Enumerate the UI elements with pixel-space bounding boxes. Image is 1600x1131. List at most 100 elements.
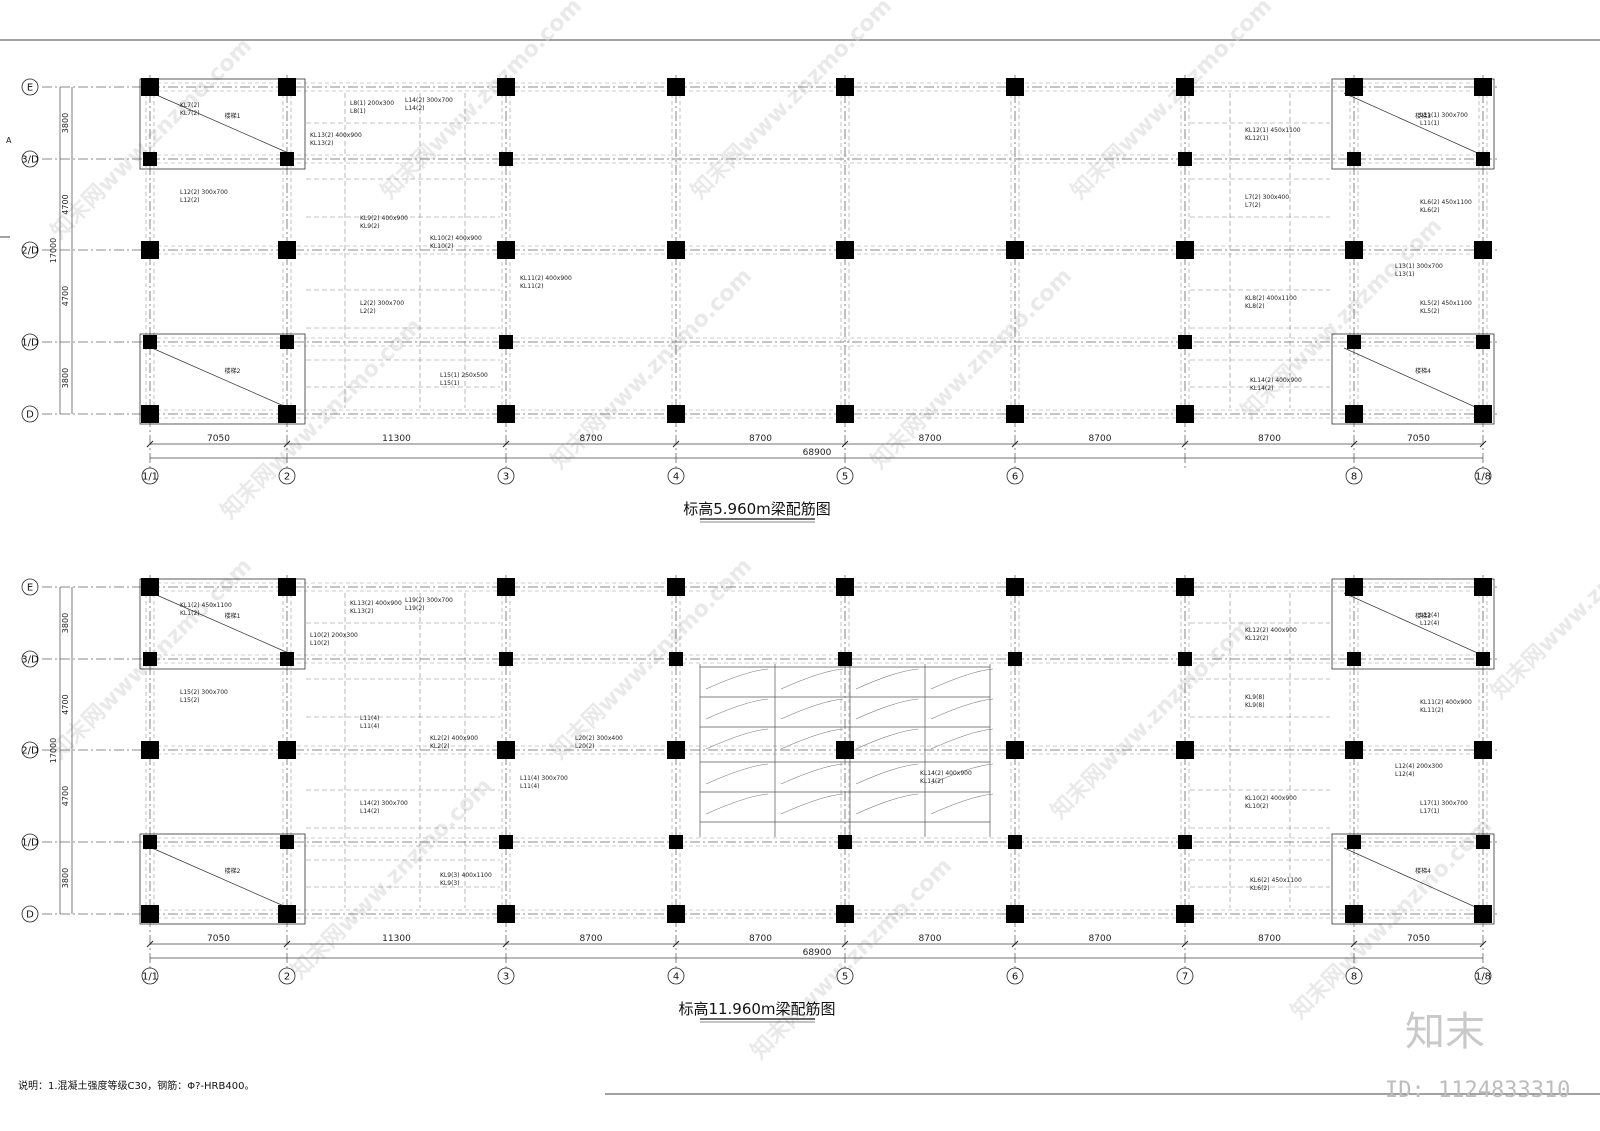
grid-bubble <box>1176 967 1194 985</box>
stair-diagonal <box>1343 847 1483 911</box>
watermark-layer: 知末网www.znzmo.com知末网www.znzmo.com知末网www.z… <box>46 0 1600 1064</box>
grid-bubble-label: E <box>27 83 33 94</box>
grid-bubble-label: D <box>26 410 34 421</box>
beam-annotation-detail: L12(4) <box>1420 620 1439 627</box>
stair-label: 楼梯3 <box>1415 612 1431 620</box>
grid-bubble <box>1474 467 1492 485</box>
stair-label: 楼梯1 <box>225 112 241 120</box>
structural-column <box>836 578 854 596</box>
beam-annotation: L12(4) <box>1420 612 1439 619</box>
beam-annotation: KL5(2) 450x1100 <box>1420 300 1472 307</box>
slab-curve <box>705 763 769 785</box>
dimension-label-vertical: 4700 <box>61 786 70 806</box>
structural-column <box>278 741 296 759</box>
beam-annotation: L11(4) 300x700 <box>520 775 568 782</box>
structural-column <box>497 578 515 596</box>
structural-column <box>1476 835 1490 849</box>
watermark-text: 知末网www.znzmo.com <box>1046 613 1257 824</box>
beam-annotation-detail: L15(2) <box>180 697 199 704</box>
grid-bubble <box>21 905 39 923</box>
structural-column <box>141 578 159 596</box>
structural-column <box>499 335 513 349</box>
beam-annotation-detail: L13(1) <box>1395 271 1414 278</box>
dimension-label-vertical: 3800 <box>61 613 70 633</box>
beam-annotation: L11(4) <box>360 715 379 722</box>
grid-bubble-label: E <box>27 583 33 594</box>
grid-bubble-label: 3 <box>503 972 509 983</box>
beam-annotation-detail: KL1(2) <box>180 610 200 617</box>
grid-bubble <box>21 78 39 96</box>
beam-annotation: KL2(2) 400x900 <box>430 735 478 742</box>
beam-annotation: L14(2) 300x700 <box>360 800 408 807</box>
grid-bubble <box>21 833 39 851</box>
stair-zone <box>1331 833 1495 925</box>
stair-zone <box>1331 78 1495 170</box>
beam-annotation-detail: L17(1) <box>1420 808 1439 815</box>
grid-bubble-label: D <box>26 910 34 921</box>
grid-bubble-label: 1/D <box>21 338 39 349</box>
watermark-text: 知末网www.znzmo.com <box>1286 813 1497 1024</box>
structural-column <box>1006 578 1024 596</box>
grid-bubble-label: 2 <box>284 472 290 483</box>
structural-column <box>499 152 513 166</box>
dimension-tick <box>1011 440 1019 448</box>
beam-annotation: KL14(2) 400x900 <box>1250 377 1302 384</box>
dimension-tick <box>1011 940 1019 948</box>
structural-column <box>280 835 294 849</box>
beam-annotation: L17(1) 300x700 <box>1420 800 1468 807</box>
slab-curve <box>780 763 844 785</box>
structural-column <box>667 78 685 96</box>
stair-zone <box>139 333 306 425</box>
structural-column <box>1176 905 1194 923</box>
grid-bubble-label: 7 <box>1182 972 1188 983</box>
beam-annotation-detail: L12(2) <box>180 197 199 204</box>
grid-bubble <box>1345 967 1363 985</box>
structural-column <box>1176 741 1194 759</box>
grid-bubble-label: 6 <box>1012 972 1018 983</box>
slab-curve <box>855 763 919 785</box>
dimension-label: 7050 <box>1407 434 1430 444</box>
beam-annotation: L12(4) 200x300 <box>1395 763 1443 770</box>
beam-annotation: L15(1) 250x500 <box>440 372 488 379</box>
structural-column <box>836 905 854 923</box>
beam-annotation-detail: L8(1) <box>350 108 366 115</box>
structural-column <box>1347 335 1361 349</box>
structural-column <box>667 905 685 923</box>
beam-annotation: KL10(2) 400x900 <box>1245 795 1297 802</box>
dimension-tick <box>283 440 291 448</box>
dimension-tick <box>1479 940 1487 948</box>
grid-bubble <box>21 578 39 596</box>
beam-annotation-detail: KL13(2) <box>350 608 373 615</box>
grid-bubble <box>21 650 39 668</box>
slab-curve <box>855 698 919 720</box>
slab-curve <box>930 698 994 720</box>
dimension-tick <box>1181 940 1189 948</box>
grid-bubble-label: 3/D <box>21 155 39 166</box>
slab-curve <box>705 728 769 750</box>
stair-zone <box>139 578 306 670</box>
structural-column <box>667 405 685 423</box>
beam-annotation: L13(1) 300x700 <box>1395 263 1443 270</box>
slab-curve <box>780 728 844 750</box>
dimension-label-vertical: 4700 <box>61 286 70 306</box>
structural-column <box>1347 835 1361 849</box>
brand-logo-text: 知末 <box>1405 1009 1485 1055</box>
beam-annotation-detail: KL14(2) <box>920 778 943 785</box>
stair-diagonal <box>151 847 294 911</box>
structural-column <box>1345 241 1363 259</box>
slab-curve <box>855 793 919 815</box>
stair-diagonal <box>151 347 294 411</box>
beam-annotation-detail: KL7(2) <box>180 110 200 117</box>
beam-annotation-detail: L11(4) <box>520 783 539 790</box>
dimension-label: 7050 <box>1407 934 1430 944</box>
dimension-label-vertical: 4700 <box>61 694 70 714</box>
image-id-text: ID: 1124833310 <box>1385 1078 1570 1103</box>
grid-bubble <box>1345 467 1363 485</box>
grid-bubble-label: 2/D <box>21 246 39 257</box>
grid-bubble <box>667 967 685 985</box>
structural-column <box>667 741 685 759</box>
beam-annotation-detail: KL9(3) <box>440 880 460 887</box>
slab-curve <box>855 668 919 690</box>
grid-bubble <box>836 967 854 985</box>
structural-column <box>1345 741 1363 759</box>
